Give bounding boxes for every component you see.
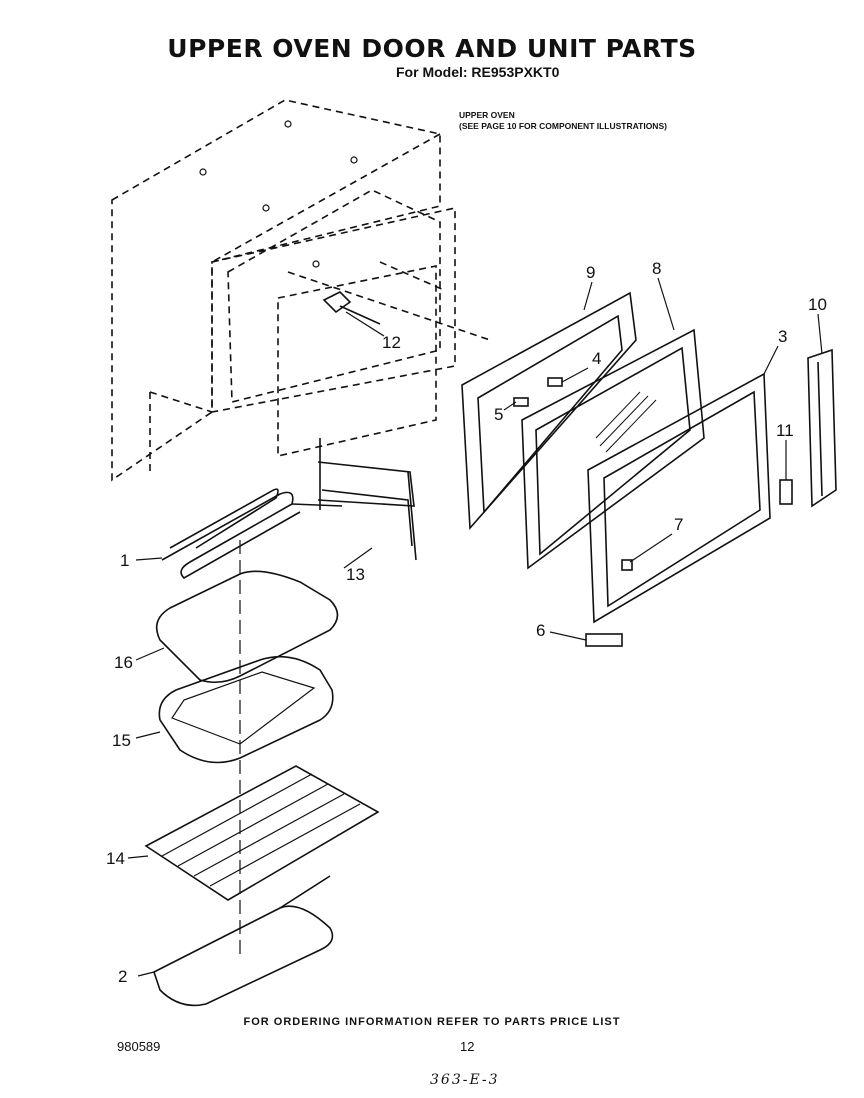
door-glass-panel [521,328,705,570]
callout-10: 10 [808,295,827,314]
ordering-footer: FOR ORDERING INFORMATION REFER TO PARTS … [243,1016,621,1028]
page-title: UPPER OVEN DOOR AND UNIT PARTS [167,34,697,63]
cabinet-holes [199,120,358,268]
upper-oven-cabinet [111,99,491,482]
bake-element [161,488,343,579]
callout-11: 11 [776,421,794,440]
leader-lines [127,277,823,977]
callout-4: 4 [592,349,601,368]
broil-pan-grid [155,570,339,684]
callout-3: 3 [778,327,787,346]
upper-oven-note: UPPER OVEN (SEE PAGE 10 FOR COMPONENT IL… [459,110,667,132]
callout-1: 1 [120,551,129,570]
handwritten-note: 363-E-3 [430,1072,500,1088]
door-outer-frame [587,372,771,624]
door-inner-panel [461,291,637,530]
model-subtitle: For Model: RE953PXKT0 [396,64,560,80]
callout-12: 12 [382,333,401,352]
callout-5: 5 [494,405,503,424]
document-number: 980589 [117,1039,161,1054]
callout-15: 15 [112,731,131,750]
side-trim [807,348,837,508]
cabinet-hinge-bracket [322,291,381,325]
broil-pan [158,655,334,764]
callout-13: 13 [346,565,365,584]
callout-2: 2 [118,967,127,986]
callout-9: 9 [586,263,595,282]
callout-16: 16 [114,653,133,672]
rack-supports [317,438,417,561]
note-line-1: UPPER OVEN [459,110,515,120]
callout-14: 14 [106,849,125,868]
note-line-2: (SEE PAGE 10 FOR COMPONENT ILLUSTRATIONS… [459,121,667,131]
callout-8: 8 [652,259,661,278]
page-number: 12 [460,1039,475,1054]
callout-7: 7 [674,515,683,534]
callout-6: 6 [536,621,545,640]
oven-rack [144,765,380,901]
broil-element [153,875,334,1007]
